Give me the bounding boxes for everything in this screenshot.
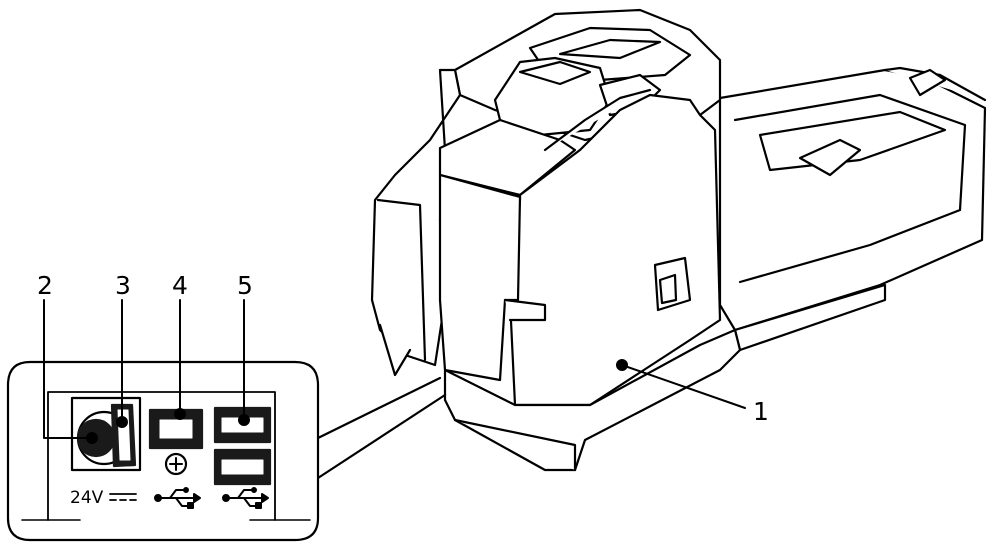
scanner-body [370,8,987,472]
usb-icon [222,487,269,509]
power-switch [110,403,137,468]
usb-icon [154,487,201,509]
dc-symbol [109,493,137,501]
power-voltage-label: 24V [70,488,104,508]
callout-5: 5 [237,271,253,300]
leader-lines [43,299,746,444]
callout-1: 1 [753,397,769,426]
usb-b-port [148,408,204,476]
callout-2: 2 [37,271,53,300]
callout-3: 3 [115,271,131,300]
callout-4: 4 [172,271,188,300]
